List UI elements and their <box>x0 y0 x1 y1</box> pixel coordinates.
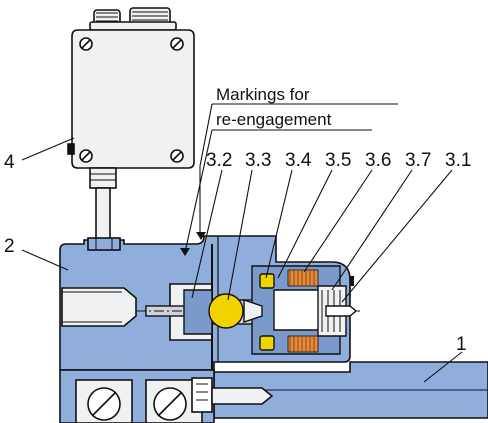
callout-3-5: 3.5 <box>325 150 351 171</box>
callout-3-7: 3.7 <box>405 150 431 171</box>
callout-3-3: 3.3 <box>245 150 271 171</box>
leader-lines <box>21 103 463 383</box>
engagement-markings <box>180 232 354 286</box>
callout-1: 1 <box>456 334 467 355</box>
annotation-line-1: Markings for <box>216 85 310 104</box>
callout-3-1: 3.1 <box>445 150 471 171</box>
box-screws <box>79 37 184 163</box>
detent-ball <box>208 293 244 329</box>
switch-plunger <box>95 187 111 241</box>
callout-2: 2 <box>4 236 15 257</box>
coil-spring <box>287 269 319 353</box>
callout-3-6: 3.6 <box>365 150 391 171</box>
housing-top-nut <box>87 237 121 251</box>
annotation-line-2: re-engagement <box>216 110 332 129</box>
bearing-block <box>59 369 274 423</box>
ball-cage <box>183 289 213 335</box>
cable-glands <box>89 7 177 31</box>
switch-box-body <box>71 29 195 169</box>
callout-4: 4 <box>4 152 15 173</box>
switch-plunger-housing <box>89 167 117 189</box>
detent-mechanism <box>183 265 358 355</box>
callout-3-4: 3.4 <box>285 150 312 171</box>
callout-3-2: 3.2 <box>206 150 232 171</box>
left-threaded-bore <box>61 287 137 327</box>
limit-switch-assembly <box>67 7 195 241</box>
roller-bottom <box>259 335 275 351</box>
